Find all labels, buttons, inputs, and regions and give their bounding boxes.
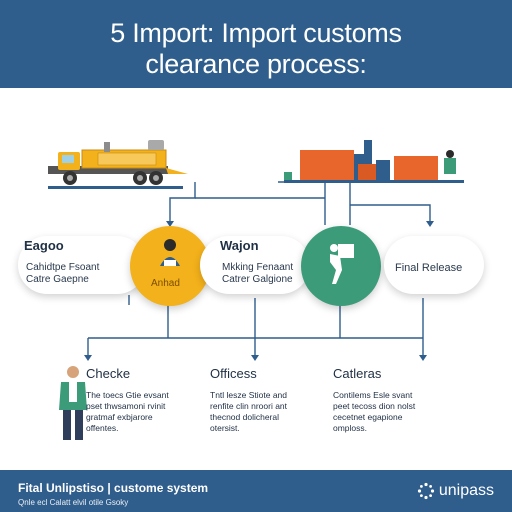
officer-icon bbox=[160, 239, 180, 266]
header-banner: 5 Import: Import customs clearance proce… bbox=[0, 0, 512, 88]
footer-bar: Fital Unlipstiso | custome system Qnle e… bbox=[0, 470, 512, 512]
footer-title: Fital Unlipstiso | custome system bbox=[18, 481, 209, 495]
footer-subtitle: Qnle ecl Calatt elvil otile Gsoky bbox=[18, 498, 129, 507]
stage-2-heading: Wajon bbox=[220, 238, 259, 253]
person-icon bbox=[59, 366, 87, 440]
column-1-heading: Checke bbox=[86, 366, 131, 381]
final-release-label: Final Release bbox=[395, 262, 463, 274]
title-line-2: clearance process: bbox=[145, 49, 367, 79]
stage-1-line-2: Catre Gaepne bbox=[26, 274, 89, 285]
page-title: 5 Import: Import customs clearance proce… bbox=[0, 18, 512, 80]
brand-logo: unipass bbox=[417, 482, 494, 500]
column-2-heading: Officess bbox=[210, 366, 257, 381]
unipass-logo-icon bbox=[417, 482, 434, 500]
stage-2-line-1: Mkking Fenaant bbox=[222, 262, 294, 273]
title-line-1: 5 Import: Import customs bbox=[110, 18, 402, 48]
stage-1-card bbox=[18, 236, 146, 294]
column-3-heading: Catleras bbox=[333, 366, 382, 381]
stage-1-heading: Eagoo bbox=[24, 238, 64, 253]
porter-icon bbox=[330, 244, 354, 284]
officer-circle-label: Anhad bbox=[151, 278, 180, 289]
stage-2-card bbox=[200, 236, 310, 294]
brand-name: unipass bbox=[438, 482, 494, 499]
stage-2-line-2: Catrer Galgione bbox=[222, 274, 293, 285]
containers-icon bbox=[284, 140, 464, 183]
truck-icon bbox=[48, 140, 188, 189]
final-release-card bbox=[384, 236, 484, 294]
stage-1-line-1: Cahidtpe Fsoant bbox=[26, 262, 100, 273]
